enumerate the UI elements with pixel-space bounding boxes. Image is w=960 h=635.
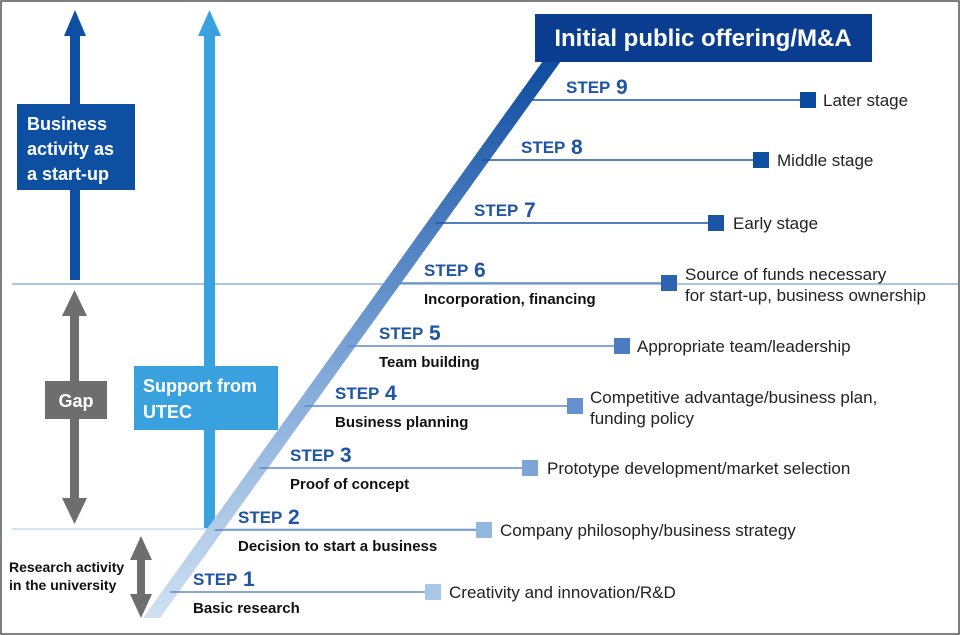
step-marker (476, 522, 492, 538)
support-line-1: Support from (143, 376, 257, 396)
step-word: STEP (424, 261, 468, 280)
support-box: Support from UTEC (134, 366, 278, 430)
research-arrow (130, 536, 152, 618)
step-marker (522, 460, 538, 476)
gap-box: Gap (45, 381, 107, 419)
step-outcome-text: funding policy (590, 409, 694, 428)
step-word: STEP (238, 508, 282, 527)
step-outcome-text: Source of funds necessary (685, 265, 887, 284)
step-outcome-text: Appropriate team/leadership (637, 337, 851, 356)
gap-label: Gap (58, 391, 93, 411)
research-label-line-1: Research activity (9, 559, 124, 575)
step-marker (753, 152, 769, 168)
step-outcome-text: Company philosophy/business strategy (500, 521, 796, 540)
step-subtitle: Incorporation, financing (424, 291, 596, 308)
step-number: 5 (429, 322, 441, 345)
step-number: 9 (616, 76, 628, 99)
ipo-title-box: Initial public offering/M&A (535, 14, 872, 62)
step-subtitle: Proof of concept (290, 476, 409, 493)
step-word: STEP (290, 446, 334, 465)
step-word: STEP (566, 78, 610, 97)
step-number: 4 (385, 382, 397, 405)
step-marker (614, 338, 630, 354)
step-subtitle: Team building (379, 354, 480, 371)
step-outcome-text: Early stage (733, 214, 818, 233)
step-word: STEP (193, 570, 237, 589)
step-number: 3 (340, 444, 352, 467)
step-subtitle: Business planning (335, 414, 468, 431)
step-number: 7 (524, 199, 536, 222)
step-outcome-text: Competitive advantage/business plan, (590, 388, 877, 407)
step-word: STEP (335, 384, 379, 403)
support-line-2: UTEC (143, 402, 192, 422)
business-activity-line-3: a start-up (27, 164, 109, 184)
step-subtitle: Basic research (193, 600, 300, 617)
step-outcome-text: Middle stage (777, 151, 873, 170)
ipo-title: Initial public offering/M&A (554, 25, 851, 52)
step-word: STEP (379, 324, 423, 343)
step-number: 1 (243, 568, 255, 591)
business-activity-line-2: activity as (27, 139, 114, 159)
growth-diagonal (143, 54, 566, 618)
step-outcome-text: Creativity and innovation/R&D (449, 583, 676, 602)
research-label-line-2: in the university (9, 577, 117, 593)
step-number: 2 (288, 506, 300, 529)
step-marker (567, 398, 583, 414)
step-subtitle: Decision to start a business (238, 538, 437, 555)
step-marker (661, 275, 677, 291)
step-marker (800, 92, 816, 108)
step-outcome-text: Later stage (823, 91, 908, 110)
step-word: STEP (474, 201, 518, 220)
step-outcome-text: for start-up, business ownership (685, 286, 926, 305)
business-activity-line-1: Business (27, 114, 107, 134)
step-word: STEP (521, 138, 565, 157)
step-marker (425, 584, 441, 600)
step-number: 8 (571, 136, 583, 159)
business-activity-box: Business activity as a start-up (17, 104, 135, 190)
step-marker (708, 215, 724, 231)
step-outcome-text: Prototype development/market selection (547, 459, 850, 478)
support-arrow (198, 10, 221, 528)
step-number: 6 (474, 259, 486, 282)
